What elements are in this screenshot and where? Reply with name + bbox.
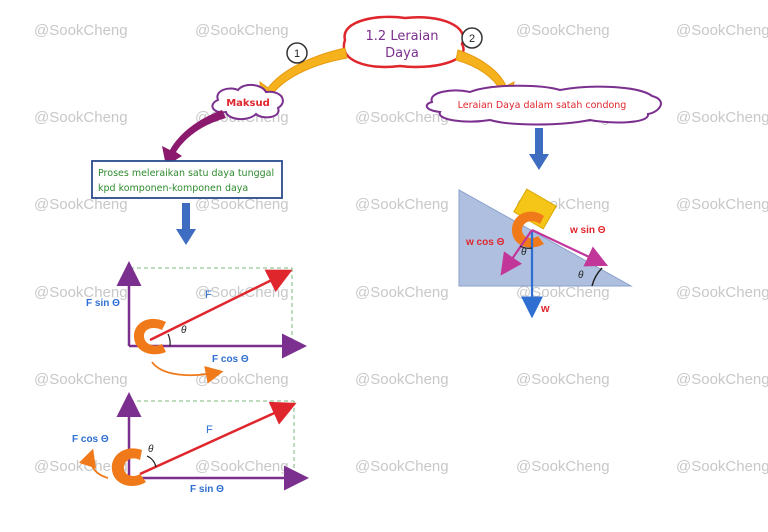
watermark-text: @SookCheng xyxy=(676,196,768,213)
angle-arc-slope xyxy=(591,267,603,287)
title-line-1: 1.2 Leraian xyxy=(366,29,439,44)
watermark-text: @SookCheng xyxy=(34,371,128,388)
svg-text:2: 2 xyxy=(469,33,475,45)
watermark-text: @SookCheng xyxy=(355,196,449,213)
resultant-force-arrow-1 xyxy=(149,269,293,342)
title-bubble: 1.2 Leraian Daya xyxy=(342,15,465,69)
watermark-text: @SookCheng xyxy=(676,109,768,126)
watermark-text: @SookCheng xyxy=(516,458,610,475)
force-diagram-2: F F cos Θ F sin Θ θ xyxy=(72,392,309,495)
weight-label: w xyxy=(540,303,550,315)
horizontal-label-2: F sin Θ xyxy=(190,484,224,495)
c-shape-1 xyxy=(134,318,166,355)
angle-arc-1 xyxy=(167,333,171,347)
vertical-label-2: F cos Θ xyxy=(72,434,109,445)
branch-number-2: 2 xyxy=(461,27,483,49)
sin-component-arrow xyxy=(531,229,608,267)
angle-arc-block xyxy=(519,245,533,249)
watermark-text: @SookCheng xyxy=(34,284,128,301)
title-line-2: Daya xyxy=(385,46,419,61)
incline-title: Leraian Daya dalam satah condong xyxy=(458,100,627,111)
watermark-text: @SookCheng xyxy=(355,371,449,388)
watermark-text: @SookCheng xyxy=(516,371,610,388)
sin-label: w sin Θ xyxy=(569,225,606,236)
c-shape-2 xyxy=(111,448,146,486)
watermark-text: @SookCheng xyxy=(676,371,768,388)
incline-diagram: w cos Θ w sin Θ w θ θ xyxy=(458,188,633,319)
block-angle-label: θ xyxy=(521,247,527,258)
force-label-1: F xyxy=(205,289,212,301)
horizontal-label-1: F cos Θ xyxy=(212,354,249,365)
watermark-text: @SookCheng xyxy=(355,109,449,126)
watermark-text: @SookCheng xyxy=(516,22,610,39)
angle-arc-2 xyxy=(146,455,157,468)
maksud-label: Maksud xyxy=(226,98,270,109)
svg-text:1: 1 xyxy=(294,48,300,60)
angle-label-1: θ xyxy=(181,325,187,336)
watermark-text: @SookCheng xyxy=(195,458,289,475)
definition-line-1: Proses meleraikan satu daya tunggal xyxy=(98,168,274,179)
force-diagram-1: F F sin Θ F cos Θ θ xyxy=(86,261,307,384)
watermark-text: @SookCheng xyxy=(34,22,128,39)
definition-box: Proses meleraikan satu daya tunggal kpd … xyxy=(91,160,283,199)
watermark-text: @SookCheng xyxy=(34,196,128,213)
maksud-to-definition-arrow xyxy=(162,110,226,166)
watermark-text: @SookCheng xyxy=(676,284,768,301)
down-arrow-left xyxy=(176,203,196,245)
watermark-text: @SookCheng xyxy=(195,22,289,39)
incline-title-cloud: Leraian Daya dalam satah condong xyxy=(425,84,662,126)
cos-component-arrow xyxy=(500,229,533,276)
watermark-text: @SookCheng xyxy=(676,22,768,39)
force-label-2: F xyxy=(206,424,213,436)
vertical-label-1: F sin Θ xyxy=(86,298,120,309)
watermark-text: @SookCheng xyxy=(676,458,768,475)
definition-line-2: kpd komponen-komponen daya xyxy=(98,183,248,194)
watermark-text: @SookCheng xyxy=(34,109,128,126)
down-arrow-right xyxy=(529,128,549,170)
watermark-text: @SookCheng xyxy=(355,458,449,475)
cos-label: w cos Θ xyxy=(465,237,505,248)
rotation-arrow-2 xyxy=(78,448,109,479)
slope-angle-label: θ xyxy=(578,270,584,281)
angle-label-2: θ xyxy=(148,444,154,455)
resultant-force-arrow-2 xyxy=(139,401,297,476)
c-shape-incline xyxy=(512,211,544,248)
maksud-cloud: Maksud xyxy=(211,84,284,120)
watermark-text: @SookCheng xyxy=(195,196,289,213)
watermark-text: @SookCheng xyxy=(355,284,449,301)
branch-number-1: 1 xyxy=(286,42,308,64)
rotation-arrow-1 xyxy=(151,361,224,384)
